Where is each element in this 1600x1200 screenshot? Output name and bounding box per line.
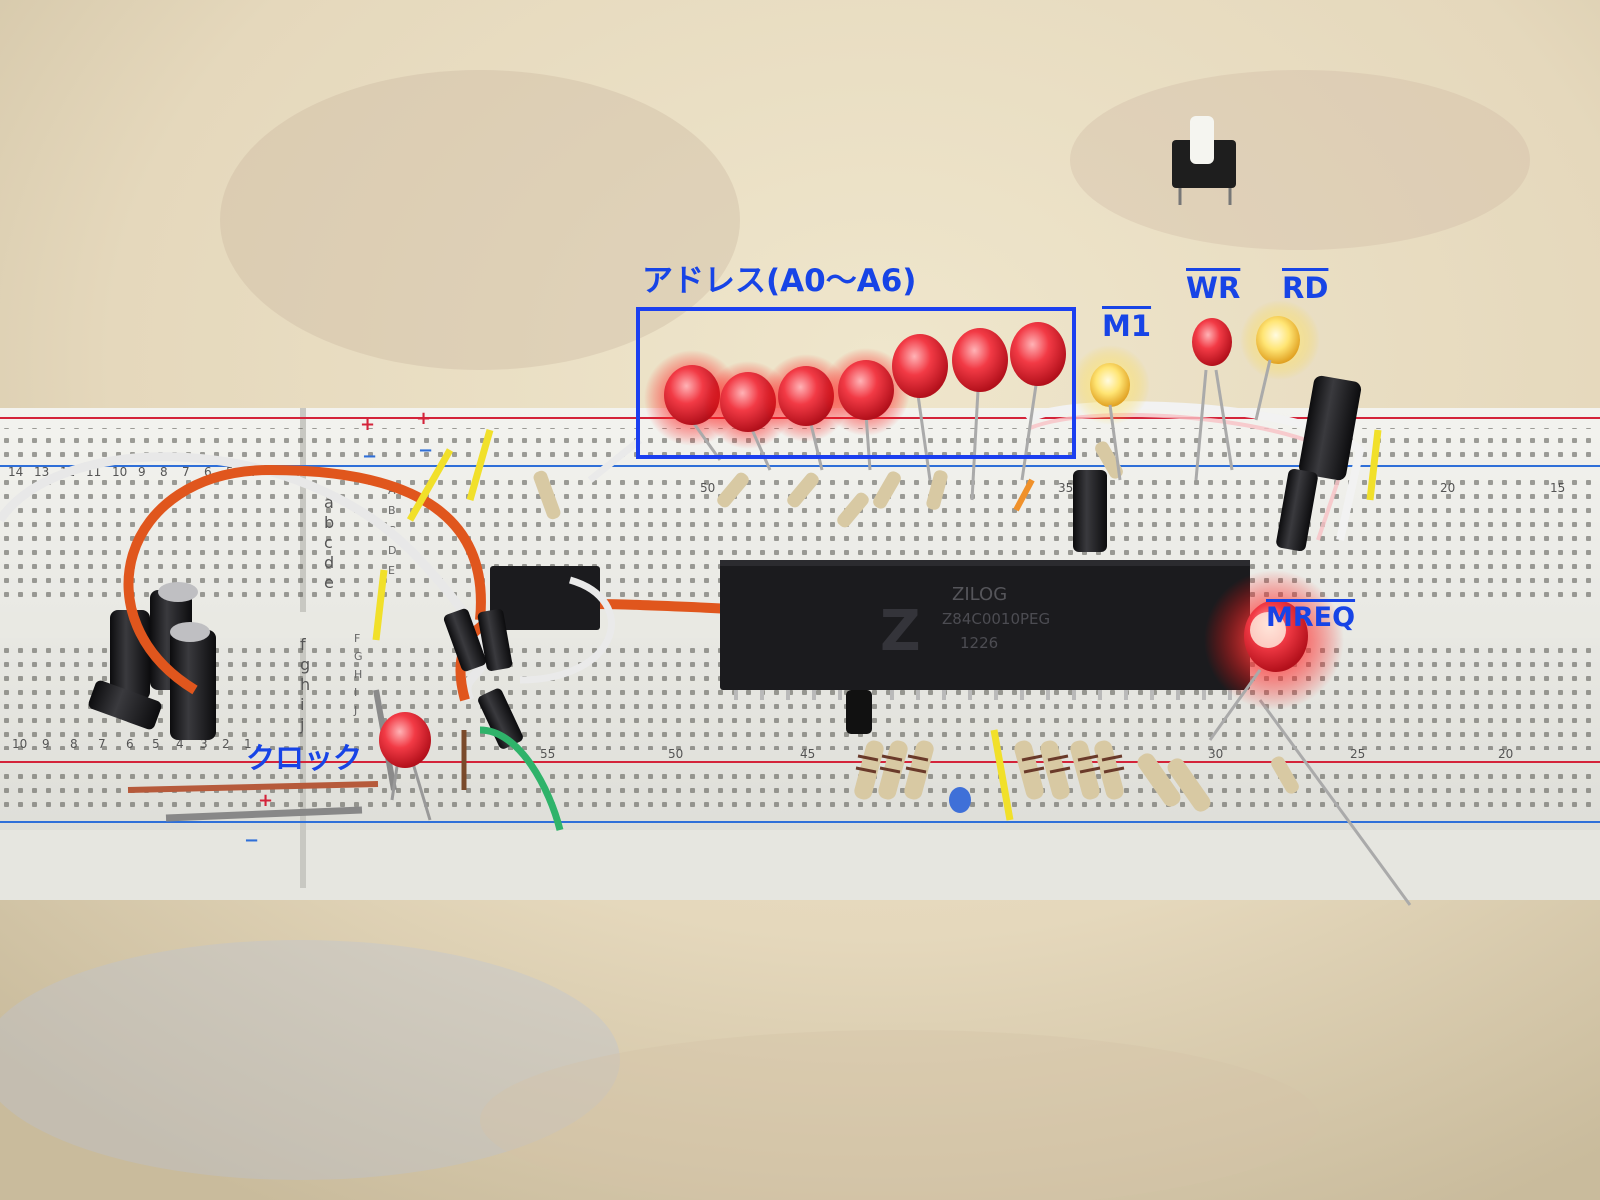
led-icon xyxy=(822,348,910,471)
resistor-bands xyxy=(855,754,1125,774)
board-number: 50 xyxy=(668,747,683,761)
led-icon xyxy=(1010,322,1066,481)
board-number: 55 xyxy=(540,747,555,761)
board-number: 50 xyxy=(700,481,715,495)
board-number: 3 xyxy=(200,737,208,751)
chip-icon xyxy=(490,566,600,630)
board-number: 7 xyxy=(98,737,106,751)
wire-orange xyxy=(1013,478,1035,512)
wire-yellow xyxy=(1366,429,1382,501)
row-letter: E xyxy=(388,564,395,577)
rail-plus: + xyxy=(360,414,375,435)
board-number: 10 xyxy=(112,465,127,479)
mreq-label: MREQ xyxy=(1266,602,1356,633)
board-number: 10 xyxy=(12,737,27,751)
board-number: 9 xyxy=(138,465,146,479)
resistor-icon xyxy=(533,441,1123,528)
capacitor-icon xyxy=(1073,470,1107,552)
wr-label: WR xyxy=(1186,271,1241,305)
wire-green xyxy=(479,726,564,831)
board-number: 20 xyxy=(1440,481,1455,495)
row-letter: h xyxy=(300,675,310,694)
board-number: 30 xyxy=(1208,747,1223,761)
row-letter: a xyxy=(324,493,334,512)
board-number: 8 xyxy=(70,737,78,751)
led-icon xyxy=(1192,318,1234,481)
wire-brown xyxy=(127,781,379,793)
board-number: 9 xyxy=(42,737,50,751)
board-number: 13 xyxy=(34,465,49,479)
row-letter: j xyxy=(299,715,304,734)
rail-plus: + xyxy=(416,408,431,429)
row-letter: b xyxy=(324,513,334,532)
capacitor-icon xyxy=(443,608,523,749)
cloth-pattern xyxy=(220,70,740,370)
capacitor-icon xyxy=(1298,375,1362,481)
rail-minus: − xyxy=(244,830,259,851)
row-letter: D xyxy=(388,544,396,557)
chip-pins xyxy=(734,690,1232,700)
wire-yellow xyxy=(406,448,454,522)
chip-marking: 1226 xyxy=(960,634,998,652)
board-number: 15 xyxy=(1550,481,1565,495)
wire-white xyxy=(587,437,643,483)
row-letter: e xyxy=(324,573,334,592)
row-letter: d xyxy=(324,553,334,572)
row-letter: B xyxy=(388,504,396,517)
wire-end xyxy=(846,690,872,734)
board-number: 4 xyxy=(176,737,184,751)
chip-marking: ZILOG xyxy=(952,584,1007,605)
board-number: 2 xyxy=(222,737,230,751)
board-number: 25 xyxy=(1350,747,1365,761)
wire-white xyxy=(519,576,615,684)
rail-minus: − xyxy=(362,446,377,467)
board-number: 6 xyxy=(204,465,212,479)
board-number: 1 xyxy=(244,737,252,751)
row-letter: J xyxy=(353,704,357,717)
wire-yellow xyxy=(372,569,388,641)
svg-text:Z: Z xyxy=(880,599,921,664)
led-icon xyxy=(952,328,1008,501)
address-led-box xyxy=(636,307,1076,459)
board-number: 7 xyxy=(182,465,190,479)
row-letter: i xyxy=(300,695,304,714)
clock-label: クロック xyxy=(246,741,363,775)
row-letter: G xyxy=(354,650,363,663)
led-icon xyxy=(892,334,948,481)
m1-label: M1 xyxy=(1102,309,1152,343)
capacitor-icon xyxy=(949,787,971,813)
row-letter: f xyxy=(300,635,306,654)
wire-yellow xyxy=(990,729,1014,821)
row-letter: c xyxy=(324,533,333,552)
rail-minus: − xyxy=(418,440,433,461)
board-number: 20 xyxy=(1498,747,1513,761)
wire-grey xyxy=(165,806,363,822)
row-letter: F xyxy=(354,632,360,645)
led-icon xyxy=(1070,345,1150,481)
wire-yellow xyxy=(466,429,494,501)
rail-plus: + xyxy=(258,790,273,811)
led-icon xyxy=(1240,300,1320,421)
board-number: 8 xyxy=(160,465,168,479)
board-number: 35 xyxy=(1058,481,1073,495)
wire-orange xyxy=(123,464,486,695)
board-number: 45 xyxy=(800,747,815,761)
board-number: 14 xyxy=(8,465,23,479)
wire-white xyxy=(0,452,489,703)
address-label: アドレス(A0〜A6) xyxy=(642,263,917,299)
row-letter: H xyxy=(354,668,362,681)
row-letter: g xyxy=(300,655,310,674)
board-number: 6 xyxy=(126,737,134,751)
chip-icon: ZILOG Z84C0010PEG 1226 Z xyxy=(720,560,1250,690)
capacitor-icon xyxy=(1276,468,1318,552)
led-icon xyxy=(379,712,432,821)
led-icon xyxy=(1204,570,1344,741)
push-button-icon xyxy=(1172,116,1236,205)
board-number: 5 xyxy=(152,737,160,751)
rd-label: RD xyxy=(1282,271,1329,305)
row-letter: I xyxy=(354,686,357,699)
chip-marking: Z84C0010PEG xyxy=(942,610,1050,628)
